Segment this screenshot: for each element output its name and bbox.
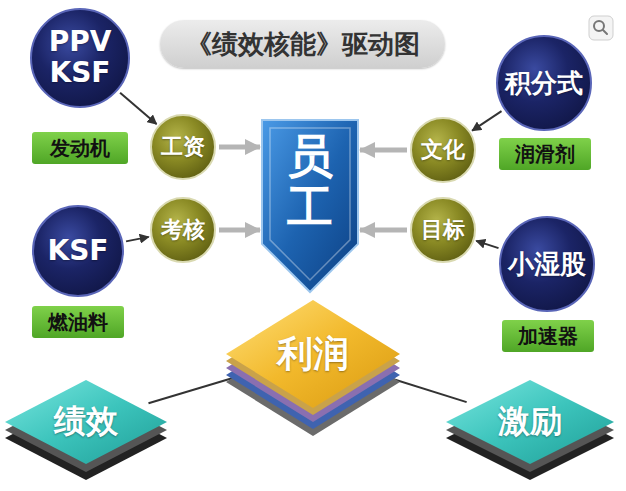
node-label: 小湿股 [508, 250, 586, 279]
arrow-connector [219, 228, 260, 233]
node-label: 激励 [498, 404, 562, 439]
driver-circle: KSF [32, 205, 124, 297]
profit-tile: 利润 [226, 300, 400, 436]
role-tag: 加速器 [502, 320, 594, 352]
arrow-connector [360, 148, 407, 153]
arrow-connector [360, 228, 407, 233]
arrow-connector [219, 145, 260, 150]
node-label: 积分式 [505, 69, 583, 98]
employee-pentagon: 员工 [262, 120, 358, 292]
arrow-connector [148, 375, 244, 404]
driver-circle: PPV KSF [30, 8, 130, 108]
role-tag: 燃油料 [32, 306, 124, 338]
node-label: 利润 [277, 334, 349, 374]
title: 《绩效核能》驱动图 [186, 30, 420, 59]
role-tag: 润滑剂 [499, 138, 591, 170]
driver-circle: 积分式 [496, 35, 592, 131]
node-label: PPV KSF [44, 27, 116, 89]
arrow-connector [120, 93, 156, 124]
driver-circle: 小湿股 [499, 216, 595, 312]
arrow-connector [126, 237, 149, 242]
base-tile: 绩效 [5, 380, 167, 480]
node-label: KSF [48, 236, 109, 267]
node-label: 加速器 [518, 325, 578, 347]
factor-circle: 目标 [410, 197, 476, 263]
node-label: 考核 [161, 218, 205, 242]
base-tile: 激励 [446, 380, 614, 480]
title-pill: 《绩效核能》驱动图 [160, 20, 445, 68]
node-label: 发动机 [50, 137, 110, 159]
node-label: 绩效 [54, 404, 118, 439]
node-label: 润滑剂 [515, 143, 575, 165]
node-label: 工资 [161, 135, 205, 159]
arrow-connector [472, 111, 501, 130]
node-label: 员工 [287, 131, 333, 232]
factor-circle: 考核 [150, 197, 216, 263]
factor-circle: 工资 [150, 114, 216, 180]
arrow-connector [476, 241, 498, 248]
factor-circle: 文化 [410, 117, 476, 183]
role-tag: 发动机 [32, 132, 128, 164]
node-label: 燃油料 [48, 311, 108, 333]
node-label: 文化 [421, 138, 465, 162]
node-label: 目标 [421, 218, 465, 242]
search-icon [589, 16, 613, 40]
